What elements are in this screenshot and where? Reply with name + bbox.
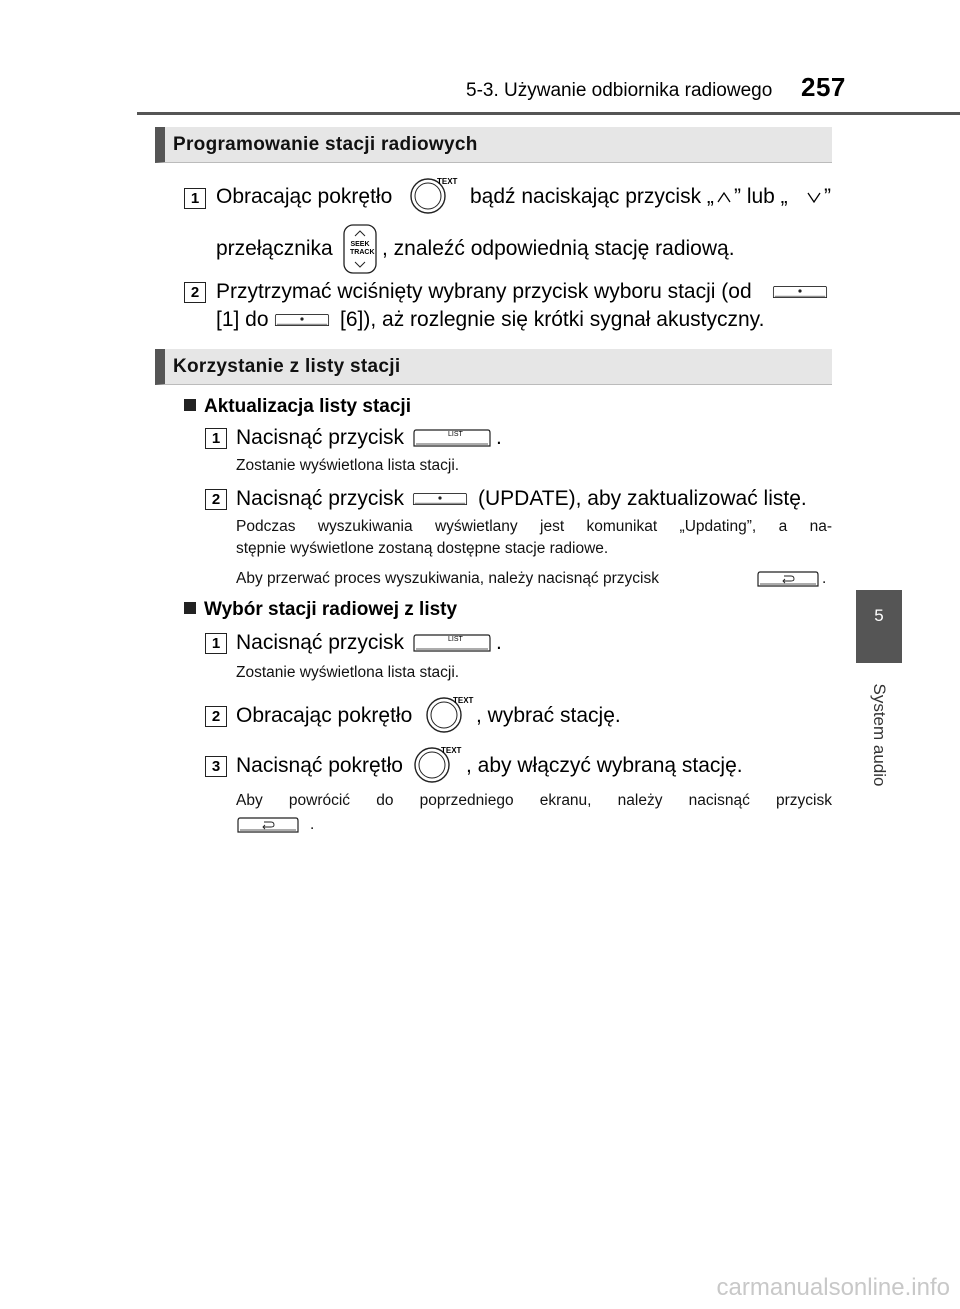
- subheading-select-from-list: Wybór stacji radiowej z listy: [184, 599, 457, 621]
- subheading-update-list: Aktualizacja listy stacji: [184, 396, 411, 418]
- chapter-title: 5-3. Używanie odbiornika radiowego: [466, 80, 773, 101]
- back-button-icon: [756, 570, 820, 593]
- step-number: 2: [205, 706, 227, 727]
- bullet-square-icon: [184, 399, 196, 411]
- section-header-programming: Programowanie stacji radiowych: [155, 127, 832, 163]
- update-button-icon: [412, 489, 468, 515]
- knob-icon: TEXT: [422, 692, 482, 742]
- chevron-up-icon: [716, 187, 732, 211]
- step-number: 2: [205, 489, 227, 510]
- step-number: 1: [205, 633, 227, 654]
- section-header-station-list: Korzystanie z listy stacji: [155, 349, 832, 385]
- bullet-square-icon: [184, 602, 196, 614]
- step-text: Obracając pokrętło TEXT bądź naciskając …: [216, 173, 832, 217]
- watermark: carmanualsonline.info: [716, 1274, 950, 1301]
- step-number: 3: [205, 756, 227, 777]
- step-number: 1: [184, 188, 206, 209]
- step-note: Zostanie wyświetlona lista stacji.: [236, 457, 460, 474]
- step-note: Zostanie wyświetlona lista stacji.: [236, 664, 460, 681]
- page-number: 257: [801, 72, 846, 102]
- chapter-tab: 5: [856, 590, 902, 663]
- back-button-icon: [236, 816, 300, 839]
- list-button-icon: LIST: [412, 633, 492, 659]
- step-note: Podczas wyszukiwania wyświetlany jest ko…: [236, 518, 832, 535]
- knob-icon: TEXT: [406, 173, 466, 223]
- chapter-tab-number: 5: [874, 606, 884, 625]
- chapter-tab-label: System audio: [870, 683, 889, 787]
- step-number: 2: [184, 282, 206, 303]
- chevron-down-icon: [806, 187, 822, 211]
- knob-icon: TEXT: [410, 742, 470, 792]
- step-number: 1: [205, 428, 227, 449]
- list-button-icon: LIST: [412, 428, 492, 454]
- preset-button-icon: [772, 282, 828, 307]
- preset-button-icon: [274, 310, 330, 336]
- header-rule: [137, 112, 960, 115]
- step-note: stępnie wyświetlone zostaną dostępne sta…: [236, 540, 609, 557]
- step-note: Aby powrócić do poprzedniego ekranu, nal…: [236, 792, 832, 809]
